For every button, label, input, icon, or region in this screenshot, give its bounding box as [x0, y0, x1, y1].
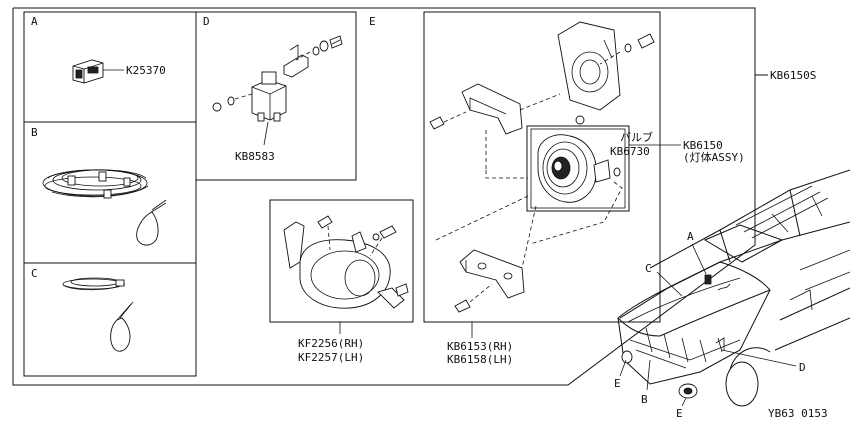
- callout-e-upper: E: [614, 377, 621, 390]
- mount-bracket-illustration: [429, 83, 561, 170]
- lamp-assy-note: (灯体ASSY): [683, 150, 745, 164]
- section-e-label: E: [369, 15, 376, 28]
- section-d-label: D: [203, 15, 210, 28]
- bulb-label: バルブ: [620, 130, 653, 144]
- part-number-switch: K25370: [126, 64, 166, 77]
- lamp-assy-box: [526, 125, 630, 212]
- sub-harness-illustration: [62, 277, 134, 352]
- callout-e-lower: E: [676, 407, 683, 420]
- section-a-label: A: [31, 15, 38, 28]
- fog-lamp-bracket-lower-illustration: [435, 170, 623, 313]
- leader-line: [691, 243, 707, 275]
- part-number-relay: KB8583: [235, 150, 275, 163]
- callout-b: B: [641, 393, 648, 406]
- washer-icon: [575, 115, 585, 125]
- vehicle-illustration: [617, 169, 850, 407]
- relay-illustration: [212, 35, 343, 122]
- panel-finisher: [269, 199, 414, 323]
- callout-c: C: [645, 262, 652, 275]
- finisher-illustration: [283, 215, 409, 309]
- part-number-bracket-rh: KB6153(RH): [447, 340, 513, 353]
- leader-line: [619, 359, 627, 377]
- leader-line: [681, 397, 687, 407]
- callout-a: A: [687, 230, 694, 243]
- wire-harness-illustration: [42, 169, 167, 246]
- fog-lamp-unit-illustration: [537, 134, 621, 203]
- part-number-bulb: KB6730: [610, 145, 650, 158]
- part-number-lamp-assy: KB6150: [683, 139, 723, 152]
- part-number-finisher-lh: KF2257(LH): [298, 351, 364, 364]
- leader-line: [721, 349, 797, 367]
- kit-frame: [12, 7, 768, 386]
- leader-line: [263, 121, 269, 146]
- panel-d: [195, 11, 357, 181]
- section-b-label: B: [31, 126, 38, 139]
- fog-switch-illustration: [72, 59, 104, 84]
- part-number-bracket-lh: KB6158(LH): [447, 353, 513, 366]
- fog-lamp-bracket-upper-illustration: [557, 21, 655, 111]
- callout-d: D: [799, 361, 806, 374]
- diagram-code: YB63 0153: [768, 407, 828, 420]
- part-number-kit: KB6150S: [770, 69, 816, 82]
- leader-line: [656, 271, 683, 297]
- panel-fog-lamp: [423, 11, 661, 323]
- lamp-assy-inner-box: [530, 128, 626, 209]
- panel-abc: [23, 11, 197, 377]
- section-c-label: C: [31, 267, 38, 280]
- leader-line: [646, 359, 651, 391]
- part-number-finisher-rh: KF2256(RH): [298, 337, 364, 350]
